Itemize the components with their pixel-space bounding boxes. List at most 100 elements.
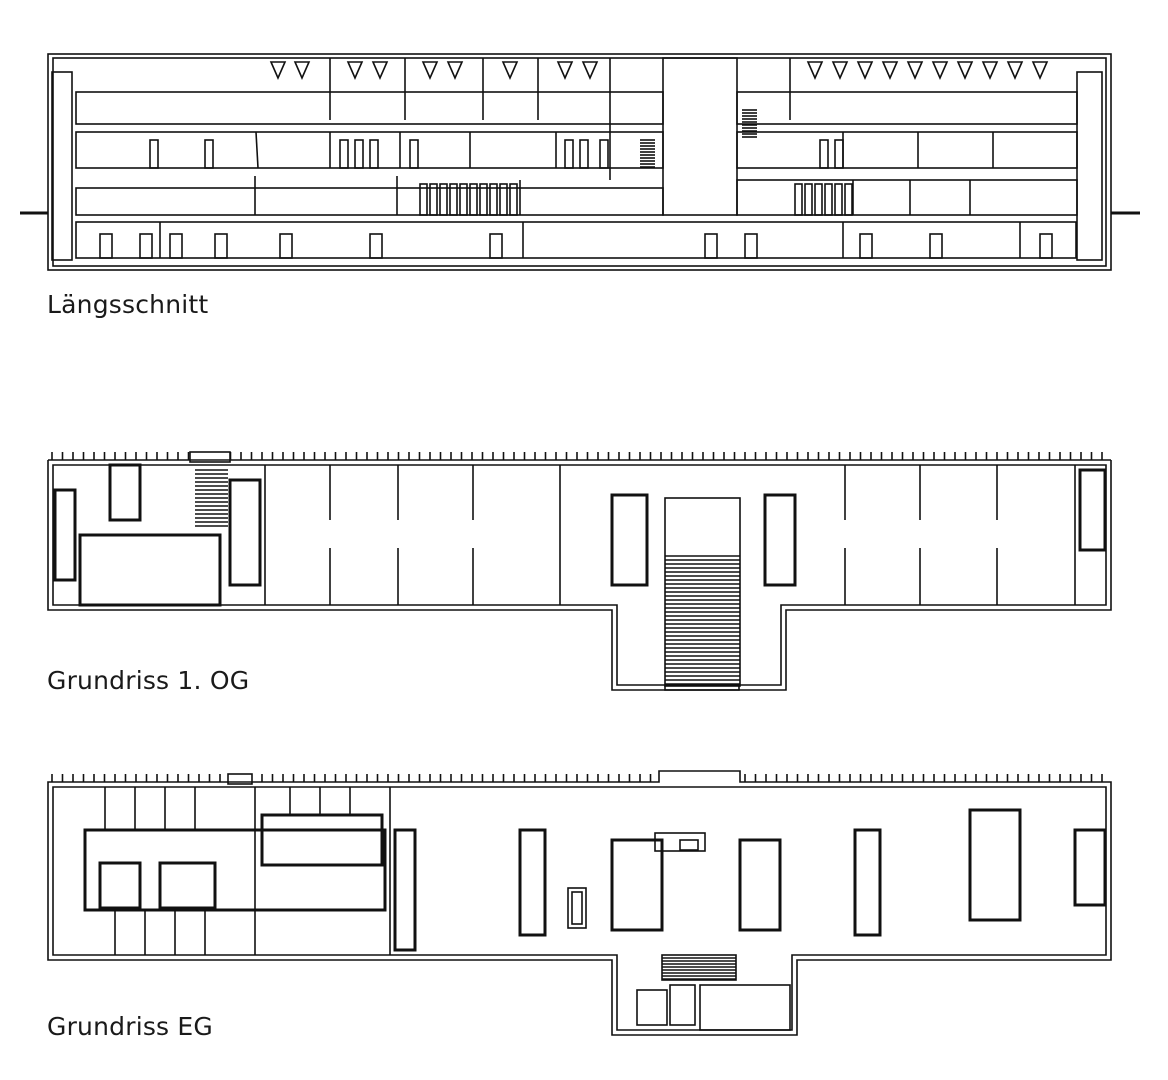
floor-band <box>75 91 664 125</box>
room <box>78 533 222 607</box>
door <box>564 139 574 169</box>
door <box>704 233 718 259</box>
stair-head <box>189 451 231 463</box>
reception-desk-inner <box>571 891 583 925</box>
room <box>108 463 142 522</box>
door <box>149 139 159 169</box>
skylight <box>293 61 311 80</box>
skylight <box>856 61 874 80</box>
door <box>469 183 478 216</box>
stair-head <box>227 773 253 785</box>
floor-band <box>736 91 1078 125</box>
skylight <box>446 61 464 80</box>
skylight <box>956 61 974 80</box>
room <box>610 493 649 587</box>
skylight <box>981 61 999 80</box>
door <box>354 139 364 169</box>
door <box>99 233 113 259</box>
counter <box>679 839 699 851</box>
door <box>824 183 833 216</box>
door <box>859 233 873 259</box>
room <box>610 838 664 932</box>
first-floor-plan-title: Grundriss 1. OG <box>47 666 250 695</box>
door <box>279 233 293 259</box>
door <box>429 183 438 216</box>
skylight <box>831 61 849 80</box>
door <box>459 183 468 216</box>
floor-band <box>736 179 1078 216</box>
room <box>1078 468 1107 552</box>
room <box>738 838 782 932</box>
door <box>509 183 518 216</box>
first-floor-plan <box>47 451 1112 691</box>
room <box>968 808 1022 922</box>
skylight <box>906 61 924 80</box>
skylight <box>581 61 599 80</box>
door <box>139 233 153 259</box>
room <box>260 813 384 867</box>
skylight <box>931 61 949 80</box>
door <box>744 233 758 259</box>
door <box>369 139 379 169</box>
door <box>214 233 228 259</box>
door <box>204 139 214 169</box>
skylight <box>1006 61 1024 80</box>
door <box>409 139 419 169</box>
skylight <box>556 61 574 80</box>
door <box>929 233 943 259</box>
longitudinal-section <box>20 53 1140 271</box>
skylight <box>1031 61 1049 80</box>
inner-wall <box>52 57 1107 267</box>
partition <box>255 131 259 169</box>
section-title: Längsschnitt <box>47 290 209 319</box>
door <box>439 183 448 216</box>
skylight <box>501 61 519 80</box>
room <box>228 478 262 587</box>
door <box>794 183 803 216</box>
door <box>844 183 853 216</box>
entrance <box>664 684 740 691</box>
door <box>1039 233 1053 259</box>
door <box>449 183 458 216</box>
door <box>489 233 503 259</box>
ground-floor-plan-title: Grundriss EG <box>47 1012 213 1041</box>
door <box>339 139 349 169</box>
door <box>369 233 383 259</box>
stair-shaft <box>51 71 73 261</box>
atrium <box>662 57 738 216</box>
skylight <box>346 61 364 80</box>
room <box>393 828 417 952</box>
outer-wall <box>47 770 1112 1036</box>
door <box>834 139 844 169</box>
room <box>1073 828 1107 907</box>
room <box>669 984 696 1026</box>
skylight <box>269 61 287 80</box>
room <box>636 989 668 1026</box>
room <box>53 488 77 582</box>
door <box>489 183 498 216</box>
door <box>834 183 843 216</box>
door <box>499 183 508 216</box>
floor-band <box>736 131 1078 169</box>
door <box>479 183 488 216</box>
counter <box>654 832 706 852</box>
floor-band <box>75 187 664 216</box>
skylight <box>881 61 899 80</box>
door <box>819 139 829 169</box>
floor-band <box>75 221 1077 259</box>
door <box>804 183 813 216</box>
door <box>814 183 823 216</box>
room <box>518 828 547 937</box>
skylight <box>806 61 824 80</box>
door <box>579 139 589 169</box>
room <box>83 828 387 912</box>
door <box>599 139 609 169</box>
skylight <box>421 61 439 80</box>
door <box>169 233 183 259</box>
room <box>763 493 797 587</box>
skylight <box>371 61 389 80</box>
outer-wall <box>47 53 1112 271</box>
ground-floor-plan <box>47 770 1112 1036</box>
room <box>98 861 142 910</box>
